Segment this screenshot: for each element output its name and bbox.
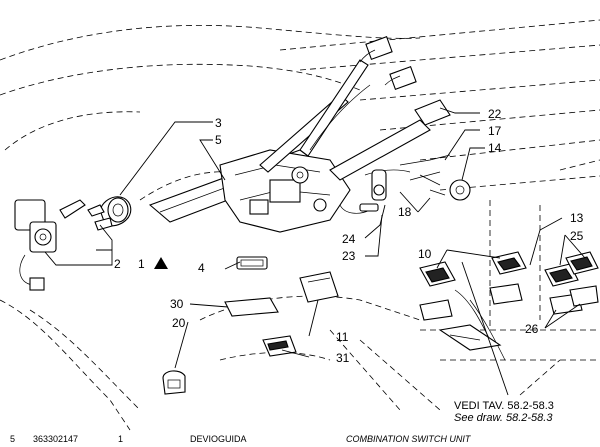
callout-25: 25 [570,229,584,243]
callout-10: 10 [418,247,432,261]
callout-3: 3 [215,116,222,130]
callout-30: 30 [170,297,184,311]
callout-5: 5 [215,133,222,147]
callout-18: 18 [398,205,412,219]
callout-13: 13 [570,211,584,225]
footer-rev: 1 [118,434,124,444]
callout-22: 22 [488,107,502,121]
ignition-switch [14,199,113,291]
callout-2: 2 [114,257,121,271]
leader-lines [44,107,586,396]
rocker-switches [419,251,599,361]
harness-right [339,154,471,214]
switch-stalks [259,59,451,181]
connectors-top [359,36,417,90]
callout-14: 14 [488,141,502,155]
callout-17: 17 [488,124,502,138]
callout-23: 23 [342,249,356,263]
footer-code: 363302147 [33,434,79,444]
callout-labels: 1 2 3 4 5 10 11 13 14 17 18 20 22 23 24 … [114,107,584,365]
small-parts [162,256,339,395]
combination-switch-body [219,149,351,233]
callout-1: 1 [138,257,145,271]
reference-line-en: See draw. 58.2-58.3 [454,412,553,424]
footer-group-it: DEVIOGUIDA [190,434,247,444]
reference-note: VEDI TAV. 58.2-58.3 See draw. 58.2-58.3 [454,400,554,424]
callout-24: 24 [342,232,356,246]
dashboard-outline [0,19,600,431]
callout-20: 20 [172,316,186,330]
reference-line-it: VEDI TAV. 58.2-58.3 [454,400,554,412]
footer-bar: 5 363302147 1 DEVIOGUIDA COMBINATION SWI… [0,434,600,447]
footer-group-en: COMBINATION SWITCH UNIT [346,434,471,444]
warning-triangle-icon [154,257,168,269]
footer-page: 5 [10,434,16,444]
callout-26: 26 [525,322,539,336]
callout-31: 31 [336,351,350,365]
callout-11: 11 [336,330,349,344]
callout-4: 4 [198,261,205,275]
